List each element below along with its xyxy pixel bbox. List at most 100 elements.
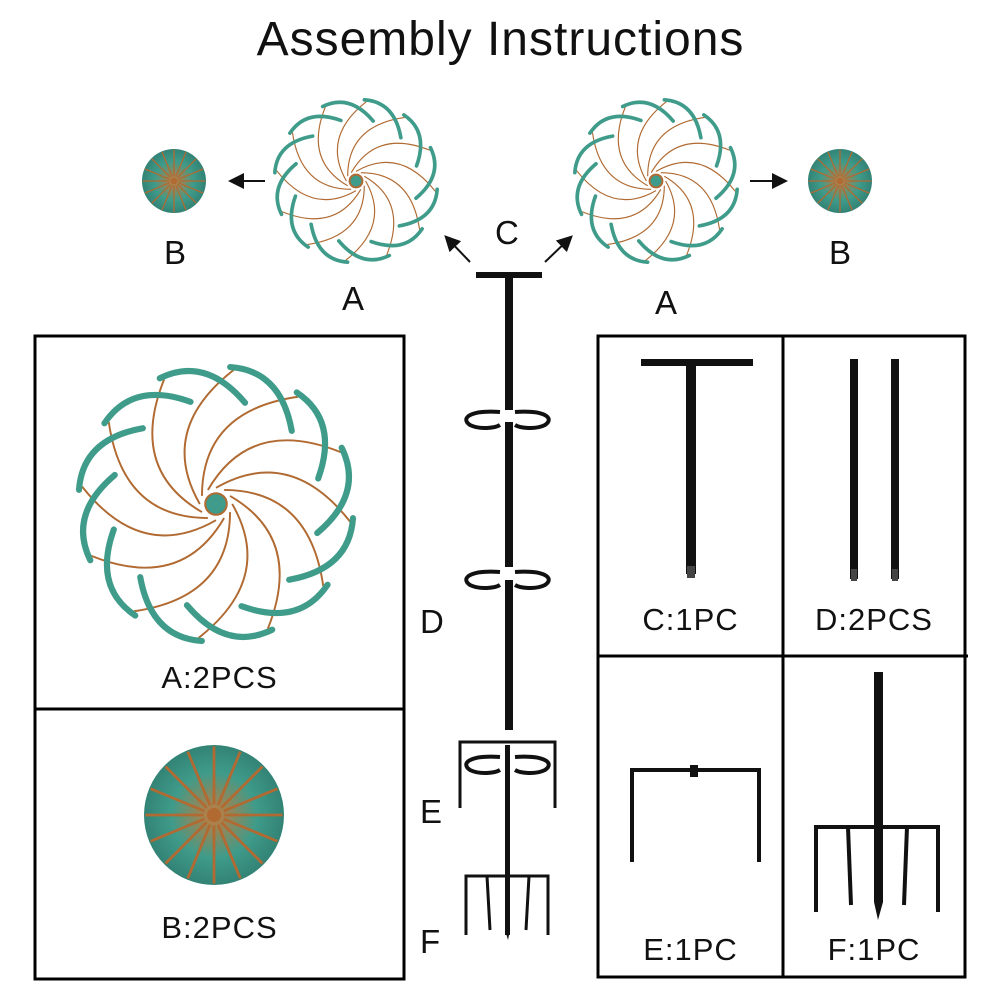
spinner-blade <box>288 114 343 135</box>
dome-rib <box>810 168 836 180</box>
label-d: D <box>420 603 444 640</box>
dome-rib <box>817 158 838 179</box>
spinner-blade <box>227 363 295 434</box>
spinner-spoke <box>107 421 208 519</box>
page-title: Assembly Instructions <box>256 13 745 66</box>
dome-rib <box>216 751 242 806</box>
parts-frame-right <box>596 334 968 979</box>
dome-rib <box>223 817 278 843</box>
spinner-blade <box>589 194 610 249</box>
dome-rib <box>175 151 187 177</box>
spinner-blade <box>636 239 692 262</box>
dome-rib <box>150 817 205 843</box>
spinner-blade <box>289 194 310 249</box>
part-c-top-pole <box>641 359 753 578</box>
spinner-blade <box>697 187 739 228</box>
parts-frame-left <box>33 334 406 981</box>
spinner-spoke <box>655 161 736 192</box>
dome-rib <box>150 787 205 813</box>
spinner-blade <box>702 113 723 168</box>
spinner-blade <box>575 161 598 217</box>
spinner-spoke <box>215 471 351 522</box>
dome-rib <box>841 151 853 177</box>
spinner-spoke <box>345 180 376 261</box>
spinner-blade <box>275 161 298 217</box>
spinner-spoke <box>133 512 231 613</box>
dome-b-top-left <box>142 149 206 213</box>
dome-rib <box>223 787 278 813</box>
spinner-blade <box>662 98 703 140</box>
spinner-blade <box>362 98 403 140</box>
dome-rib <box>220 765 264 809</box>
dome-rib <box>844 182 870 194</box>
spinner-spoke <box>91 517 225 569</box>
label-a-right: A <box>655 284 678 321</box>
arrow-c-to-a-left <box>444 235 471 263</box>
dome-rib <box>178 182 204 194</box>
dome-rib <box>144 182 170 194</box>
spinner-spoke <box>201 395 299 496</box>
spinner-blade <box>714 145 737 201</box>
spinner-blade <box>156 368 249 406</box>
dome-rib <box>144 168 170 180</box>
dome-rib <box>175 185 187 211</box>
spinner-spoke <box>355 161 436 192</box>
label-b-left: B <box>164 234 187 271</box>
spinner-blade <box>414 145 437 201</box>
part-f-stake <box>814 672 940 920</box>
spinner-hub <box>648 173 664 189</box>
spinner-blade <box>588 114 643 135</box>
arrow-c-to-a-right <box>544 235 573 263</box>
spinner-spoke <box>576 170 657 201</box>
dome-b-large <box>144 745 284 885</box>
spinner-spoke <box>336 101 367 182</box>
rotate-arrows-3 <box>464 754 551 775</box>
spinner-blade <box>369 227 424 248</box>
spinner-spoke <box>81 486 217 537</box>
dome-rib <box>842 158 863 179</box>
spinner-blade <box>397 187 439 228</box>
caption-b: B:2PCS <box>161 910 278 945</box>
spinner-blade <box>183 602 276 640</box>
spinner-blade <box>293 389 329 482</box>
dome-rib <box>186 751 212 806</box>
label-e: E <box>420 793 443 830</box>
dome-center <box>170 177 178 185</box>
spinner-blade <box>286 515 357 583</box>
caption-d: D:2PCS <box>815 602 933 637</box>
spinner-blade <box>75 425 146 493</box>
dome-rib <box>827 151 839 177</box>
label-b-right: B <box>829 234 852 271</box>
spinner-blade <box>620 100 676 123</box>
dome-rib <box>844 168 870 180</box>
dome-rib <box>841 185 853 211</box>
spinner-a-top-right <box>573 98 739 264</box>
label-a-left: A <box>342 280 365 317</box>
spinner-blade <box>103 526 139 619</box>
spinner-blade <box>402 113 423 168</box>
spinner-a-large <box>75 363 357 645</box>
dome-center <box>836 177 844 185</box>
dome-rib <box>216 824 242 879</box>
spinner-blade <box>320 100 376 123</box>
spinner-blade <box>573 134 615 175</box>
spinner-blade <box>101 391 194 427</box>
dome-rib <box>161 185 173 211</box>
caption-c: C:1PC <box>642 602 739 637</box>
spinner-blade <box>273 134 315 175</box>
spinner-spoke <box>198 503 249 639</box>
label-c-center: C <box>495 214 519 251</box>
dome-rib <box>164 821 208 865</box>
spinner-spoke <box>207 439 341 491</box>
dome-b-top-right <box>808 149 872 213</box>
part-d-poles <box>850 359 899 581</box>
dome-rib <box>178 168 204 180</box>
spinner-blade <box>336 239 392 262</box>
spinner-blade <box>314 444 352 537</box>
spinner-spoke <box>636 101 667 182</box>
label-f: F <box>420 923 441 960</box>
dome-rib <box>176 158 197 179</box>
rotate-arrows-2 <box>464 569 551 590</box>
dome-rib <box>827 185 839 211</box>
